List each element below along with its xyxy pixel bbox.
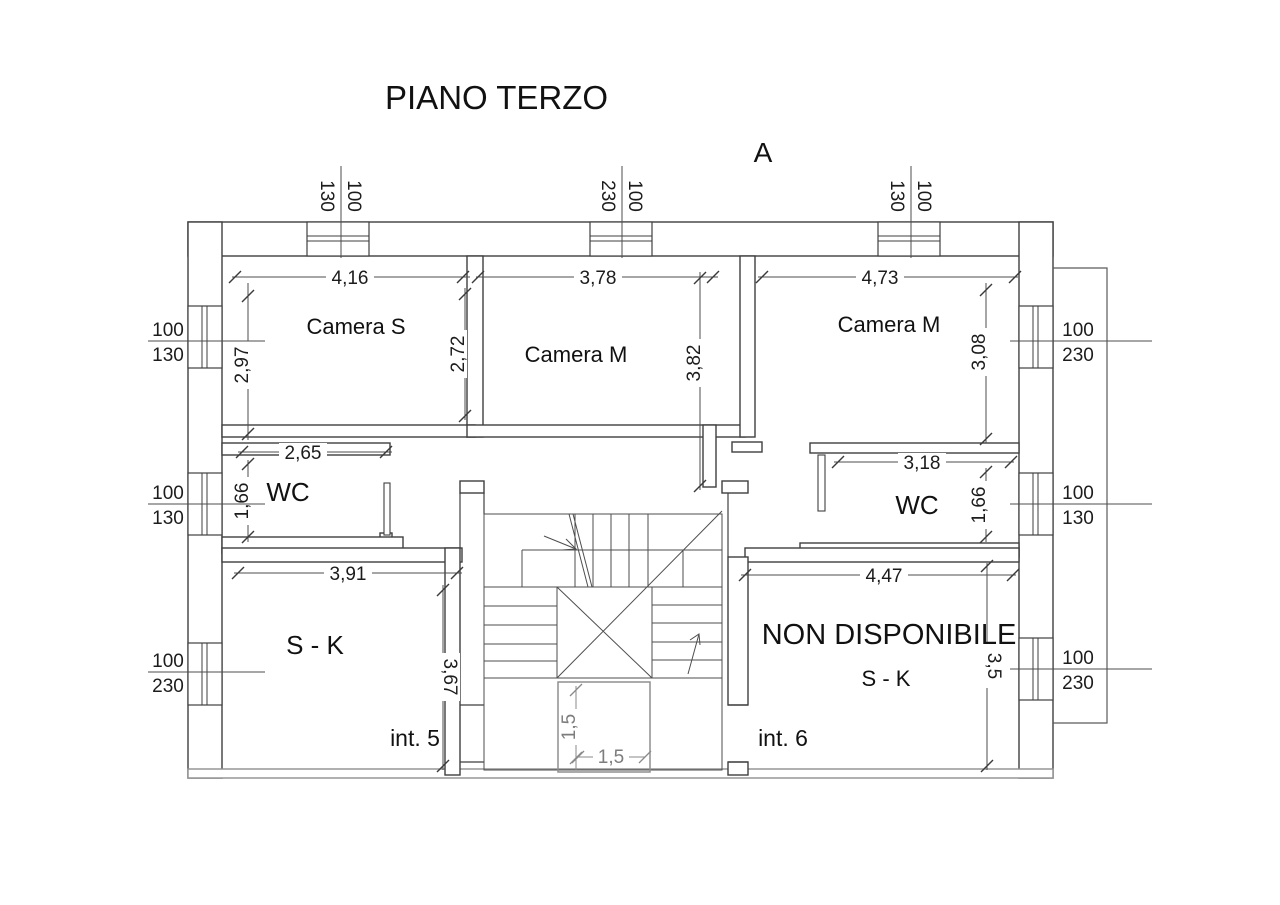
lift-shaft: 1,5 1,5: [557, 681, 652, 773]
dim-wc-left-height: 1,66: [232, 483, 253, 520]
dim-lift-height: 1,5: [559, 714, 580, 740]
dim-camera-m-right-width: 4,73: [862, 268, 899, 289]
window-top-3-num: 100: [913, 180, 934, 212]
passage-lines: [459, 493, 748, 763]
room-labels: Camera S Camera M Camera M WC WC S - K N…: [266, 312, 1016, 751]
page-title: PIANO TERZO: [385, 79, 608, 116]
dimension-lines: 4,16 3,78 4,73 2,97 2,72: [228, 268, 1022, 773]
window-right-3-num: 100: [1062, 648, 1094, 669]
stair-arrow-down: [689, 633, 701, 646]
window-right-1-num: 100: [1062, 320, 1094, 341]
window-top-2-num: 100: [624, 180, 645, 212]
room-label-camera-s: Camera S: [306, 314, 405, 339]
window-top-1-num: 100: [343, 180, 364, 212]
dim-wc-right-height: 1,66: [969, 487, 990, 524]
dim-camera-s-width: 4,16: [332, 268, 369, 289]
window-right-3-den: 230: [1062, 673, 1094, 694]
stair-void: [556, 586, 653, 679]
unit-label-int6: int. 6: [758, 725, 808, 751]
window-left-2-den: 130: [152, 508, 184, 529]
window-top-3-den: 130: [886, 180, 907, 212]
window-left-3-num: 100: [152, 651, 184, 672]
wc-right-door-leaf: [817, 454, 826, 512]
window-top-2-den: 230: [597, 180, 618, 212]
dim-camera-m-center-depth: 3,82: [684, 345, 705, 382]
balcony-outline: [1053, 267, 1108, 724]
room-label-sk-right: S - K: [862, 666, 911, 691]
window-right-1-den: 230: [1062, 345, 1094, 366]
stair-arrow-up: [561, 538, 578, 551]
dim-nd-width: 4,47: [866, 566, 903, 587]
dim-camera-m-center-width: 3,78: [580, 268, 617, 289]
doors: [383, 454, 826, 536]
room-label-wc-right: WC: [895, 490, 938, 520]
window-left-3-den: 230: [152, 676, 184, 697]
window-left-1-num: 100: [152, 320, 184, 341]
dim-camera-s-height: 2,97: [232, 347, 253, 384]
dim-nd-height: 3,5: [983, 653, 1004, 679]
dim-camera-m-right-height: 3,08: [969, 334, 990, 371]
room-label-camera-m-right: Camera M: [838, 312, 941, 337]
window-right-2-num: 100: [1062, 483, 1094, 504]
dim-sk-left-height: 3,67: [439, 659, 460, 696]
wc-left-door-leaf: [383, 482, 391, 536]
window-top-1-den: 130: [316, 180, 337, 212]
dim-wc-right-width: 3,18: [904, 453, 941, 474]
dim-camera-m-center-height: 2,72: [448, 336, 469, 373]
window-left-1-den: 130: [152, 345, 184, 366]
dim-wc-left-width: 2,65: [285, 443, 322, 464]
unit-label-int5: int. 5: [390, 725, 440, 751]
staircase: [483, 510, 723, 771]
window-right-2-den: 130: [1062, 508, 1094, 529]
dim-sk-left-width: 3,91: [330, 564, 367, 585]
window-left-2-num: 100: [152, 483, 184, 504]
room-label-camera-m-center: Camera M: [525, 342, 628, 367]
room-label-wc-left: WC: [266, 477, 309, 507]
dim-lift-width: 1,5: [598, 747, 624, 768]
section-marker: A: [754, 137, 773, 168]
room-label-sk-left: S - K: [286, 630, 344, 660]
room-label-non-disponibile: NON DISPONIBILE: [762, 619, 1017, 651]
window-labels: 100 130 100 230 100 130 100 130 100 130 …: [148, 166, 1152, 697]
